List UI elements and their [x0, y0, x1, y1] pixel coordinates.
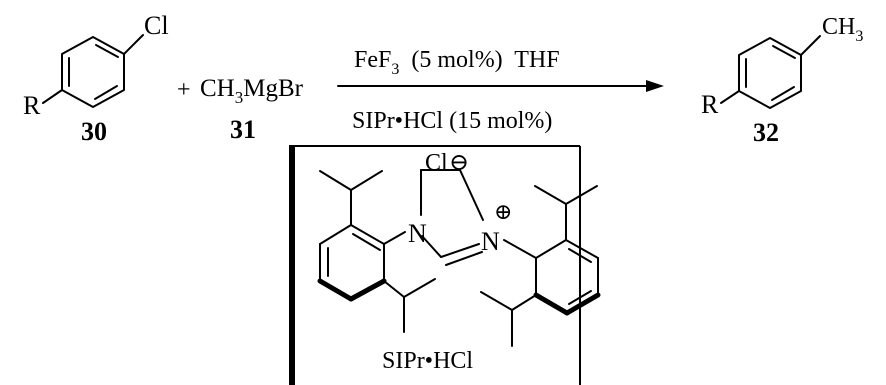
counterion-charge: ⊖	[449, 150, 469, 176]
reactant-31-number: 31	[230, 115, 256, 144]
reaction-arrow	[337, 80, 664, 92]
product-32-methyl-label: CH3	[822, 14, 863, 45]
nitrogen-left: N	[408, 219, 427, 248]
product-32-methyl-ch: CH	[822, 14, 855, 40]
reactant-31-formula-subscript: 3	[235, 88, 244, 107]
reactant-30: Cl R 30	[23, 11, 169, 146]
reactant-30-r-label: R	[23, 91, 41, 120]
reactant-30-cl-label: Cl	[144, 11, 169, 40]
imidazolinium-ring	[420, 169, 484, 266]
nitrogen-right-charge: ⊕	[494, 199, 512, 224]
left-aryl-group	[317, 170, 436, 333]
reactant-30-cl-bond	[123, 34, 144, 55]
product-32-number: 32	[753, 118, 779, 147]
product-32-r-bond	[720, 90, 740, 104]
product-32-methyl-subscript: 3	[855, 28, 863, 45]
conditions-below-arrow: SIPr•HCl (15 mol%)	[352, 108, 552, 134]
reactant-31-formula-ch: CH	[200, 75, 235, 102]
reactant-31-formula-mgbr: MgBr	[243, 75, 303, 102]
reactant-31-formula: CH3MgBr	[200, 75, 304, 107]
ligand-box	[289, 145, 581, 385]
conditions-loading-solvent: (5 mol%) THF	[399, 47, 559, 73]
reactant-30-benzene-ring	[61, 36, 125, 108]
product-32-methyl-bond	[800, 35, 821, 56]
plus-sign: +	[177, 77, 191, 103]
conditions-catalyst-subscript: 3	[391, 61, 399, 78]
reactant-30-r-bond	[42, 89, 63, 104]
conditions-catalyst: FeF	[354, 47, 391, 73]
product-32: CH3 R 32	[701, 14, 863, 147]
reaction-arrow-head	[646, 80, 664, 92]
nitrogen-right: N	[481, 227, 500, 256]
sipr-hcl-structure: Cl ⊖ N N ⊕	[317, 150, 601, 374]
product-32-r-label: R	[701, 90, 719, 119]
counterion-label: Cl	[425, 150, 448, 176]
right-aryl-group	[480, 185, 601, 347]
product-32-benzene-ring	[738, 37, 802, 109]
conditions-above-arrow: FeF3 (5 mol%) THF	[354, 47, 560, 78]
reactant-31: CH3MgBr 31	[200, 75, 304, 144]
ligand-name: SIPr•HCl	[382, 348, 473, 374]
reactant-30-number: 30	[81, 117, 107, 146]
